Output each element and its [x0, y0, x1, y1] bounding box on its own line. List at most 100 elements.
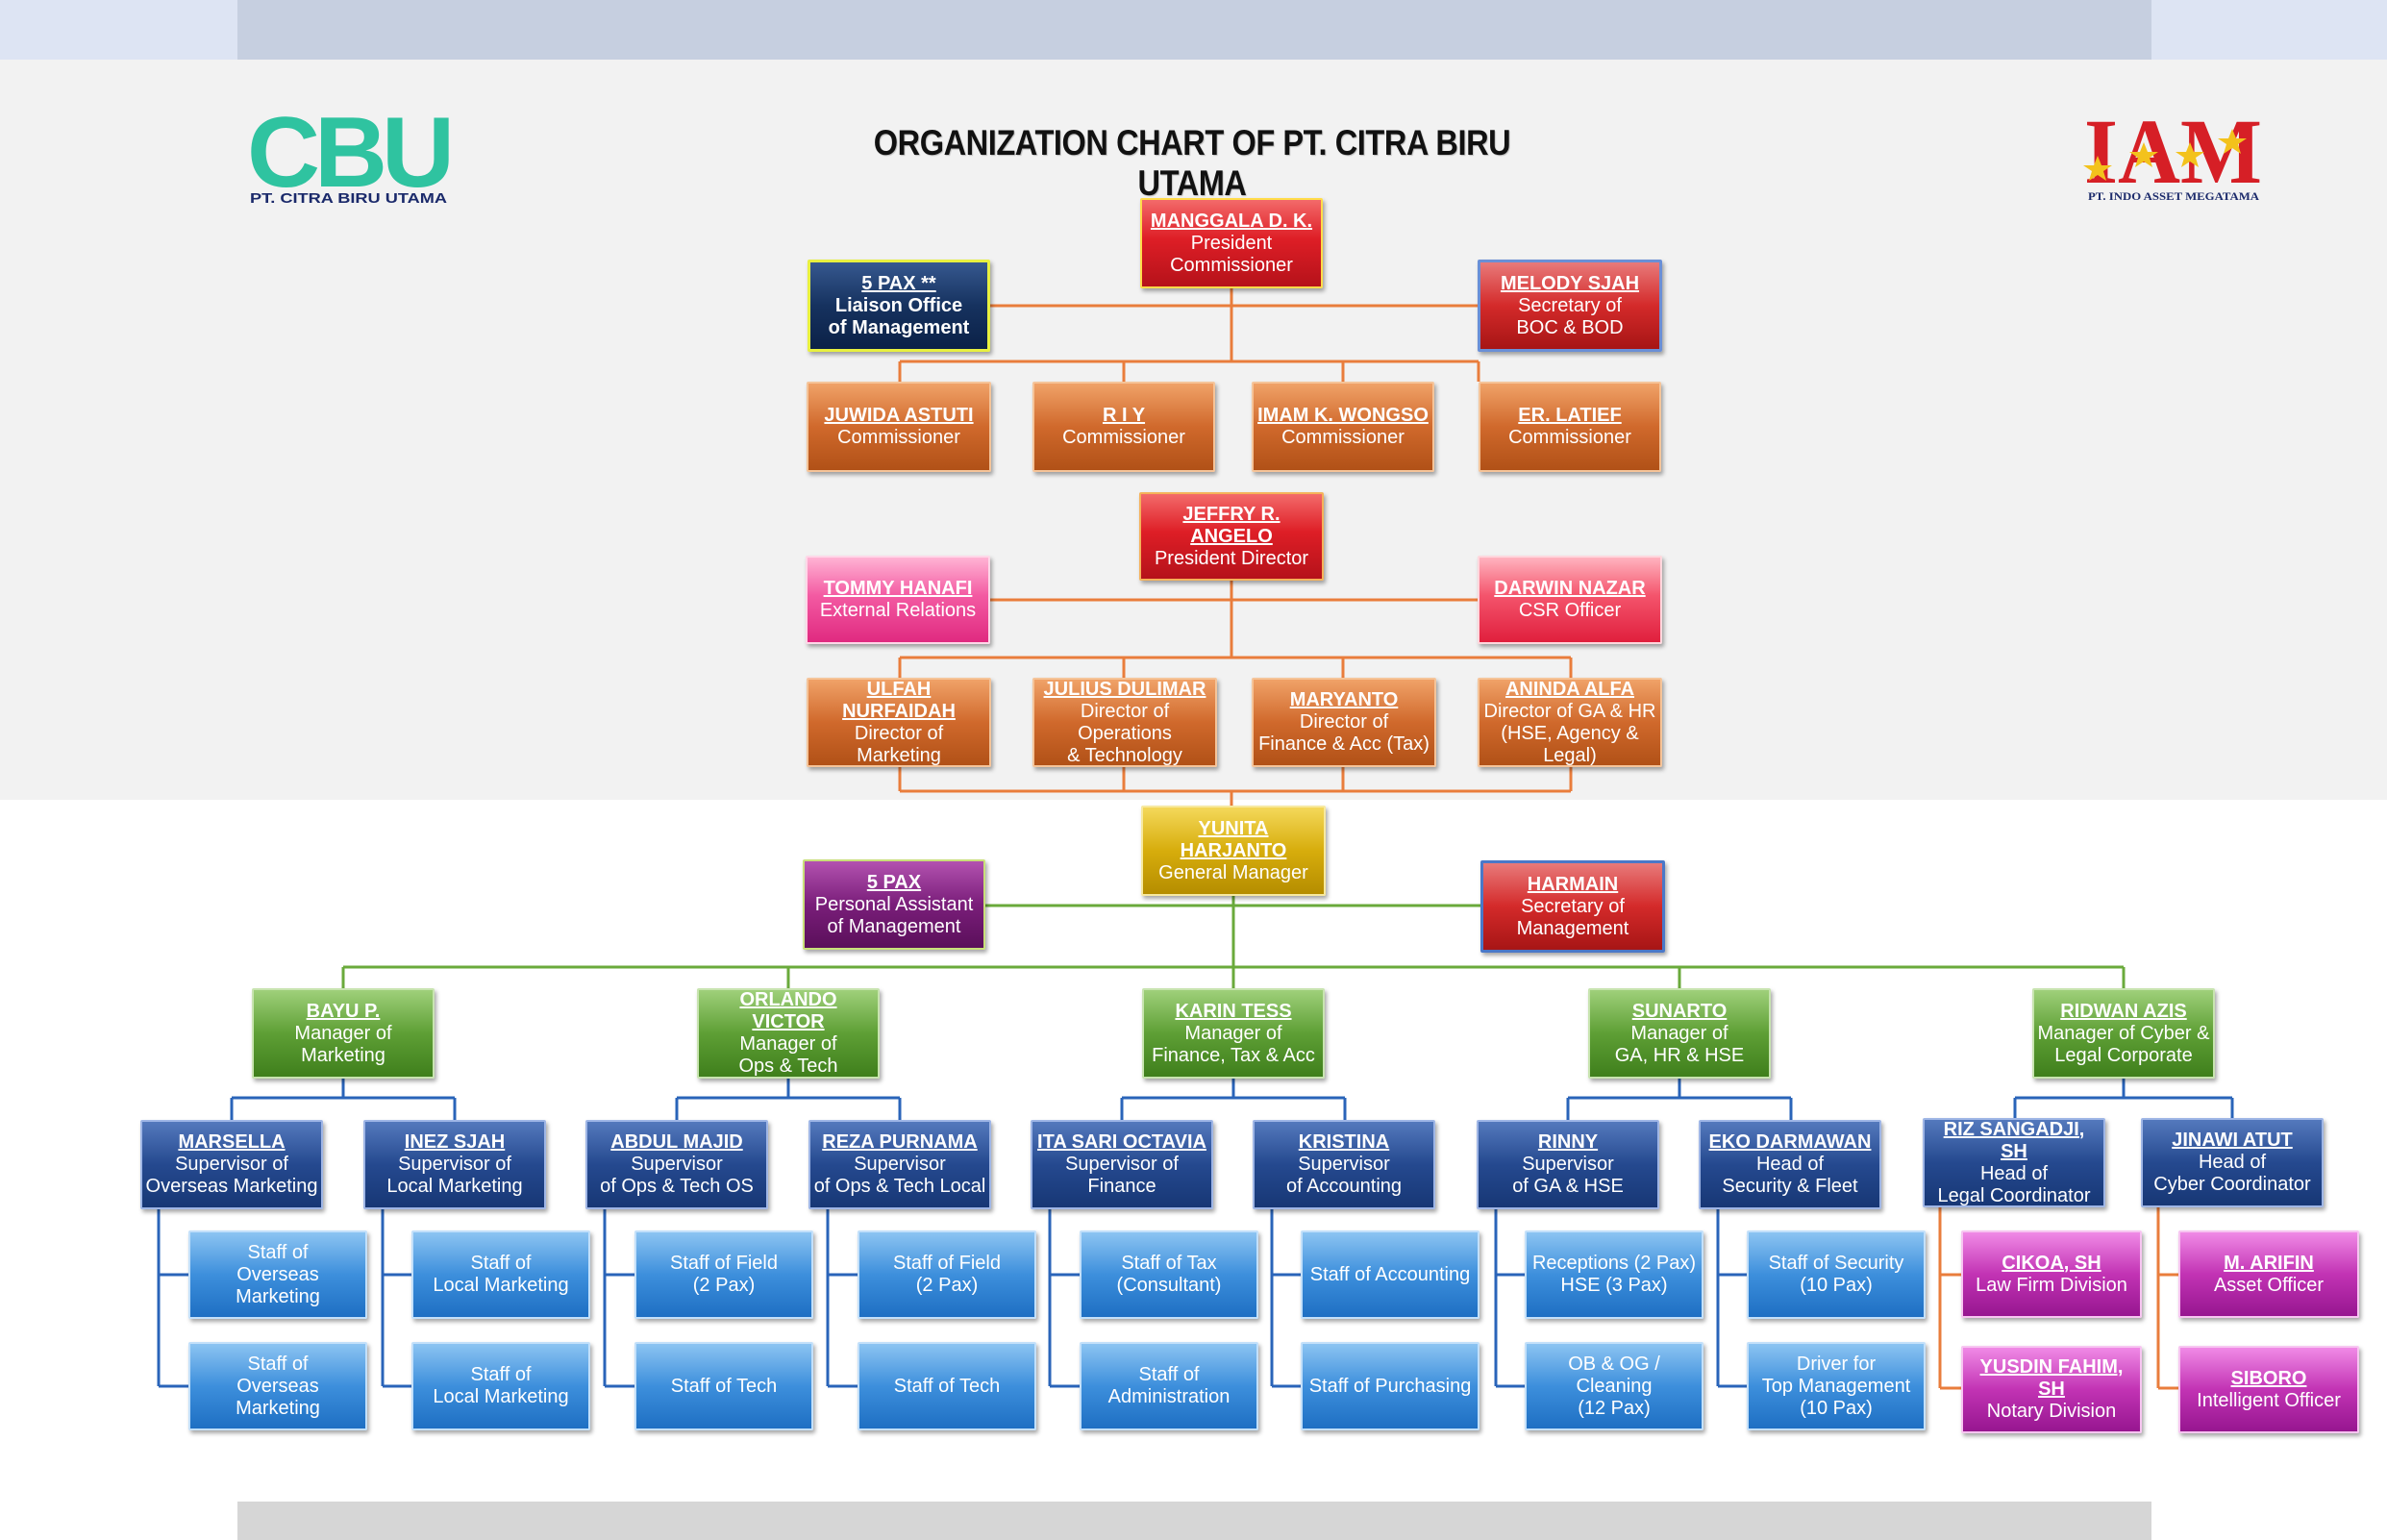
node-head-legal: RIZ SANGADJI, SH Head of Legal Coordinat…: [1923, 1118, 2105, 1207]
node-name: KARIN TESS: [1175, 1000, 1292, 1022]
node-staff-purchasing: Staff of Purchasing: [1301, 1342, 1479, 1430]
node-head-security-fleet: EKO DARMAWAN Head of Security & Fleet: [1699, 1120, 1881, 1209]
node-role: BOC & BOD: [1516, 316, 1624, 338]
node-name: SUNARTO: [1631, 1000, 1728, 1022]
node-staff-accounting: Staff of Accounting: [1301, 1230, 1479, 1319]
node-role: Overseas Marketing: [145, 1176, 318, 1197]
node-role: (10 Pax): [1800, 1397, 1873, 1419]
node-role: Staff of Purchasing: [1308, 1375, 1472, 1397]
node-liaison-office: 5 PAX ** Liaison Office of Management: [808, 260, 990, 352]
node-role: Director of GA & HR: [1483, 700, 1656, 722]
node-role: Staff of Tech: [670, 1375, 778, 1397]
node-name: ER. LATIEF: [1518, 405, 1622, 426]
node-role: Supervisor: [1522, 1154, 1614, 1175]
node-role: Staff of Security: [1768, 1253, 1904, 1274]
node-role: External Relations: [819, 600, 977, 621]
node-name: MARSELLA: [178, 1131, 286, 1153]
iam-logo-mark: IAM: [2084, 100, 2262, 203]
node-manager-finance: KARIN TESS Manager of Finance, Tax & Acc: [1142, 988, 1325, 1079]
node-commissioner-latief: ER. LATIEF Commissioner: [1479, 382, 1661, 472]
node-supervisor-accounting: KRISTINA Supervisor of Accounting: [1253, 1120, 1435, 1209]
node-role: OB & OG / Cleaning: [1568, 1353, 1660, 1397]
node-role: Legal Coordinator: [1937, 1184, 2091, 1206]
node-commissioner-imam: IMAM K. WONGSO Commissioner: [1252, 382, 1434, 472]
node-role: Manager of: [1184, 1022, 1282, 1044]
cbu-logo-c: CBU: [247, 102, 449, 208]
node-director-operations: JULIUS DULIMAR Director of Operations & …: [1032, 678, 1217, 767]
node-president-director: JEFFRY R. ANGELO President Director: [1139, 492, 1324, 581]
node-role: Manager of: [739, 1033, 837, 1055]
node-name: IMAM K. WONGSO: [1257, 405, 1429, 426]
node-csr-officer: DARWIN NAZAR CSR Officer: [1478, 556, 1662, 644]
node-role: General Manager: [1158, 861, 1308, 883]
node-role: Staff of Tax: [1121, 1253, 1217, 1274]
node-staff-cleaning: OB & OG / Cleaning (12 Pax): [1525, 1342, 1703, 1430]
node-staff-tax: Staff of Tax (Consultant): [1080, 1230, 1258, 1319]
node-staff-overseas-marketing-2: Staff of Overseas Marketing: [188, 1342, 367, 1430]
node-role: Commissioner: [837, 427, 960, 448]
node-role: Commissioner: [1508, 427, 1631, 448]
header-band-left: [0, 0, 237, 60]
board-connectors: [898, 288, 1573, 806]
star-icon: [2083, 156, 2112, 181]
node-name: JINAWI ATUT: [2172, 1130, 2293, 1151]
node-role: GA, HR & HSE: [1614, 1044, 1745, 1066]
node-name: SIBORO: [2230, 1367, 2307, 1389]
node-name: RINNY: [1537, 1131, 1599, 1153]
node-name: KRISTINA: [1298, 1131, 1390, 1153]
node-manager-ops-tech: ORLANDO VICTOR Manager of Ops & Tech: [697, 988, 880, 1079]
node-role: Intelligent Officer: [2197, 1389, 2341, 1411]
node-director-ga-hr: ANINDA ALFA Director of GA & HR (HSE, Ag…: [1478, 678, 1662, 767]
star-icon: [2176, 142, 2204, 167]
node-role: Marketing: [857, 744, 941, 766]
node-name: REZA PURNAMA: [822, 1131, 978, 1153]
node-role: Staff of Tech: [893, 1375, 1001, 1397]
node-role: of Ops & Tech Local: [813, 1176, 986, 1197]
node-manager-cyber-legal: RIDWAN AZIS Manager of Cyber & Legal Cor…: [2032, 988, 2215, 1079]
node-role: President: [1190, 232, 1273, 254]
node-name: DARWIN NAZAR: [1494, 578, 1646, 599]
node-personal-assistant: 5 PAX Personal Assistant of Management: [803, 859, 985, 950]
node-role: Secretary of: [1521, 895, 1625, 917]
node-role: Staff of: [470, 1253, 532, 1274]
node-general-manager: YUNITA HARJANTO General Manager: [1141, 806, 1326, 896]
node-secretary-management: HARMAIN Secretary of Management: [1480, 860, 1665, 953]
node-role: of Management: [827, 915, 961, 937]
node-role: Marketing: [301, 1044, 385, 1066]
page-title: ORGANIZATION CHART OF PT. CITRA BIRU UTA…: [873, 123, 1511, 203]
node-role: Manager of Cyber &: [2037, 1022, 2210, 1044]
node-role: Manager of: [1630, 1022, 1728, 1044]
node-staff-administration: Staff of Administration: [1080, 1342, 1258, 1430]
node-staff-local-marketing-2: Staff of Local Marketing: [411, 1342, 590, 1430]
node-commissioner-juwida: JUWIDA ASTUTI Commissioner: [807, 382, 991, 472]
node-director-marketing: ULFAH NURFAIDAH Director of Marketing: [807, 678, 991, 767]
node-role: Ops & Tech: [738, 1056, 838, 1077]
node-role: Local Marketing: [433, 1386, 569, 1407]
node-role: Director of: [1299, 711, 1389, 733]
node-name: ULFAH NURFAIDAH: [842, 678, 956, 722]
node-manager-ga-hr: SUNARTO Manager of GA, HR & HSE: [1588, 988, 1771, 1079]
node-role: Legal Corporate: [2054, 1044, 2193, 1066]
node-name: RIZ SANGADJI, SH: [1943, 1118, 2085, 1162]
node-name: JEFFRY R. ANGELO: [1182, 503, 1281, 547]
node-role: Supervisor of: [1065, 1154, 1179, 1175]
node-name: ABDUL MAJID: [610, 1131, 743, 1153]
node-role: Staff of Accounting: [1309, 1263, 1471, 1285]
node-commissioner-riy: R I Y Commissioner: [1032, 382, 1215, 472]
node-role: Manager of: [294, 1022, 392, 1044]
node-role: & Technology: [1067, 744, 1182, 766]
cbu-logo: CBU PT. CITRA BIRU UTAMA: [245, 97, 457, 209]
node-head-cyber: JINAWI ATUT Head of Cyber Coordinator: [2141, 1118, 2324, 1207]
node-intelligent-officer: SIBORO Intelligent Officer: [2178, 1346, 2359, 1433]
node-external-relations: TOMMY HANAFI External Relations: [806, 556, 990, 644]
node-role: Commissioner: [1062, 427, 1185, 448]
node-name: YUSDIN FAHIM, SH: [1979, 1356, 2124, 1400]
node-role: Head of: [2198, 1152, 2267, 1173]
node-role: Top Management: [1761, 1375, 1911, 1397]
node-staff-local-marketing-1: Staff of Local Marketing: [411, 1230, 590, 1319]
node-role: (Consultant): [1116, 1275, 1222, 1296]
node-role: Receptions (2 Pax): [1531, 1253, 1697, 1274]
node-role: Finance, Tax & Acc: [1152, 1044, 1315, 1066]
node-role: Director of Operations: [1078, 700, 1172, 744]
